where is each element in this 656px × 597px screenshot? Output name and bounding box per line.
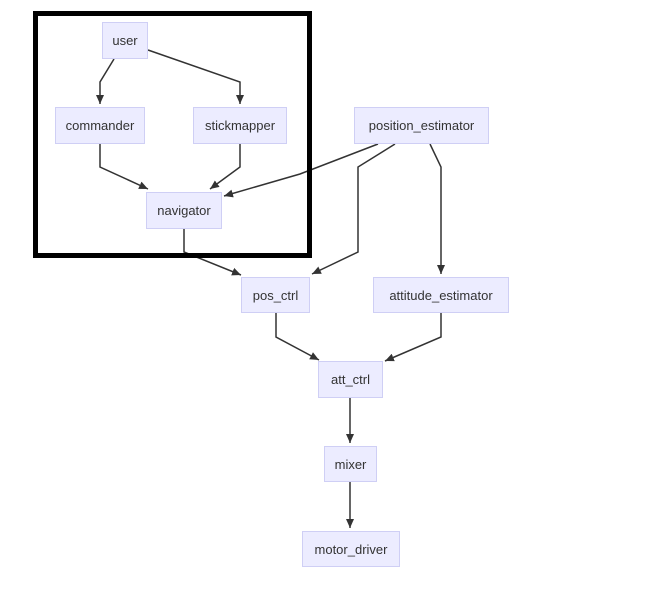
edge-user-stickmapper bbox=[147, 49, 244, 104]
node-navigator[interactable]: navigator bbox=[146, 192, 222, 229]
node-pos-ctrl[interactable]: pos_ctrl bbox=[241, 277, 310, 313]
node-mixer[interactable]: mixer bbox=[324, 446, 377, 482]
edge-pos-ctrl-att-ctrl bbox=[275, 313, 320, 361]
node-attitude-estimator[interactable]: attitude_estimator bbox=[373, 277, 509, 313]
node-stickmapper[interactable]: stickmapper bbox=[193, 107, 287, 144]
edge-commander-navigator bbox=[99, 144, 149, 190]
node-att-ctrl[interactable]: att_ctrl bbox=[318, 361, 383, 398]
node-user[interactable]: user bbox=[102, 22, 148, 59]
node-commander[interactable]: commander bbox=[55, 107, 145, 144]
edge-position-estimator-navigator bbox=[223, 143, 379, 198]
edge-navigator-pos-ctrl bbox=[183, 229, 242, 276]
edge-stickmapper-navigator bbox=[209, 144, 241, 190]
edge-user-commander bbox=[96, 58, 115, 104]
highlight-frame bbox=[33, 11, 312, 258]
edge-attitude-estimator-att-ctrl bbox=[384, 313, 442, 362]
edge-position-estimator-pos-ctrl bbox=[311, 143, 396, 275]
node-position-estimator[interactable]: position_estimator bbox=[354, 107, 489, 144]
node-motor-driver[interactable]: motor_driver bbox=[302, 531, 400, 567]
edge-position-estimator-attitude-estimator bbox=[429, 143, 445, 274]
